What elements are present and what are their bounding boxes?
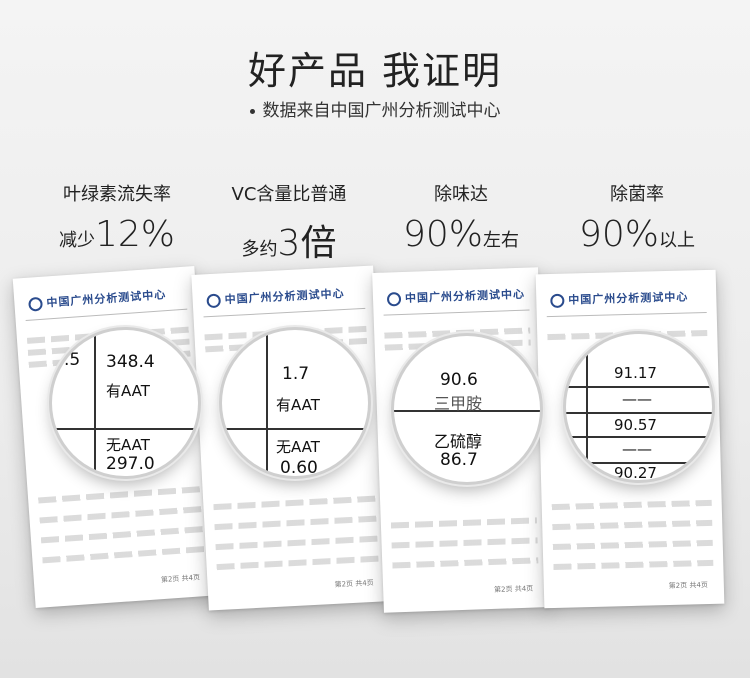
magnifier-lens-2: 1.7 有AAT 无AAT 0.60 (222, 330, 368, 476)
lens-value: 90.57 (614, 416, 657, 434)
stat-prefix: 多约 (241, 239, 278, 260)
lens-label: 三甲胺 (434, 394, 483, 413)
lens-label: 乙硫醇 (434, 432, 483, 451)
page-number: 第2页 共4页 (334, 578, 374, 589)
lens-value: 91.17 (614, 364, 657, 382)
lens-value: 348.4 (106, 352, 155, 372)
lens-label: 有AAT (276, 396, 320, 414)
lens-label: 有AAT (106, 382, 150, 400)
stat-suffix: 左右 (483, 230, 519, 251)
lens-value: .5 (64, 350, 81, 370)
stat-label: 除味达 (434, 184, 488, 205)
stat-value: 12% (94, 214, 175, 255)
magnifier-lens-4: 91.17 —— 90.57 —— 90.27 (566, 334, 712, 480)
lens-label: 无AAT (276, 438, 320, 456)
lens-value: —— (622, 390, 652, 408)
lens-value: 90.6 (440, 370, 478, 390)
stat-prefix: 减少 (58, 230, 95, 251)
stat-label: 叶绿素流失率 (63, 184, 171, 205)
stat-value: 3倍 (277, 223, 337, 264)
stat-value: 90% (402, 214, 483, 255)
stat-label: 除菌率 (610, 184, 664, 205)
magnifier-lens-3: 90.6 三甲胺 乙硫醇 86.7 (394, 336, 540, 482)
page-number: 第2页 共4页 (493, 584, 534, 594)
center-logo-icon (386, 292, 402, 307)
stat-antibacterial: 除菌率 90%以上 (552, 180, 722, 255)
report-header: 中国广州分析测试中心 (206, 285, 345, 309)
lens-label: 无AAT (106, 436, 150, 454)
stat-label: VC含量比普通 (231, 184, 347, 205)
page-number: 第2页 共4页 (668, 581, 708, 591)
center-logo-icon (206, 293, 222, 309)
center-logo-icon (28, 296, 44, 312)
lens-value: 1.7 (282, 364, 310, 384)
stat-deodor: 除味达 90%左右 (376, 180, 546, 255)
stat-suffix: 以上 (659, 230, 695, 251)
report-header: 中国广州分析测试中心 (386, 286, 525, 307)
report-header: 中国广州分析测试中心 (28, 286, 167, 312)
stat-chlorophyll: 叶绿素流失率 减少12% (32, 180, 202, 255)
lens-value: 86.7 (440, 450, 478, 470)
subtitle-text: 数据来自中国广州分析测试中心 (262, 101, 501, 121)
center-logo-icon (550, 293, 565, 309)
magnifier-lens-1: .5 348.4 有AAT 无AAT 297.0 (52, 330, 198, 476)
lens-value: —— (622, 440, 652, 458)
lens-value: 297.0 (106, 454, 155, 474)
stat-vc: VC含量比普通 多约3倍 (204, 180, 374, 266)
lens-value: 90.27 (614, 464, 657, 480)
stat-value: 90% (578, 214, 659, 255)
page-number: 第2页 共4页 (160, 573, 201, 585)
bullet-icon (249, 108, 255, 114)
report-header: 中国广州分析测试中心 (550, 288, 688, 309)
page-subtitle: 数据来自中国广州分析测试中心 (0, 96, 750, 121)
lens-value: 0.60 (280, 458, 318, 476)
page-title: 好产品 我证明 (247, 49, 503, 93)
